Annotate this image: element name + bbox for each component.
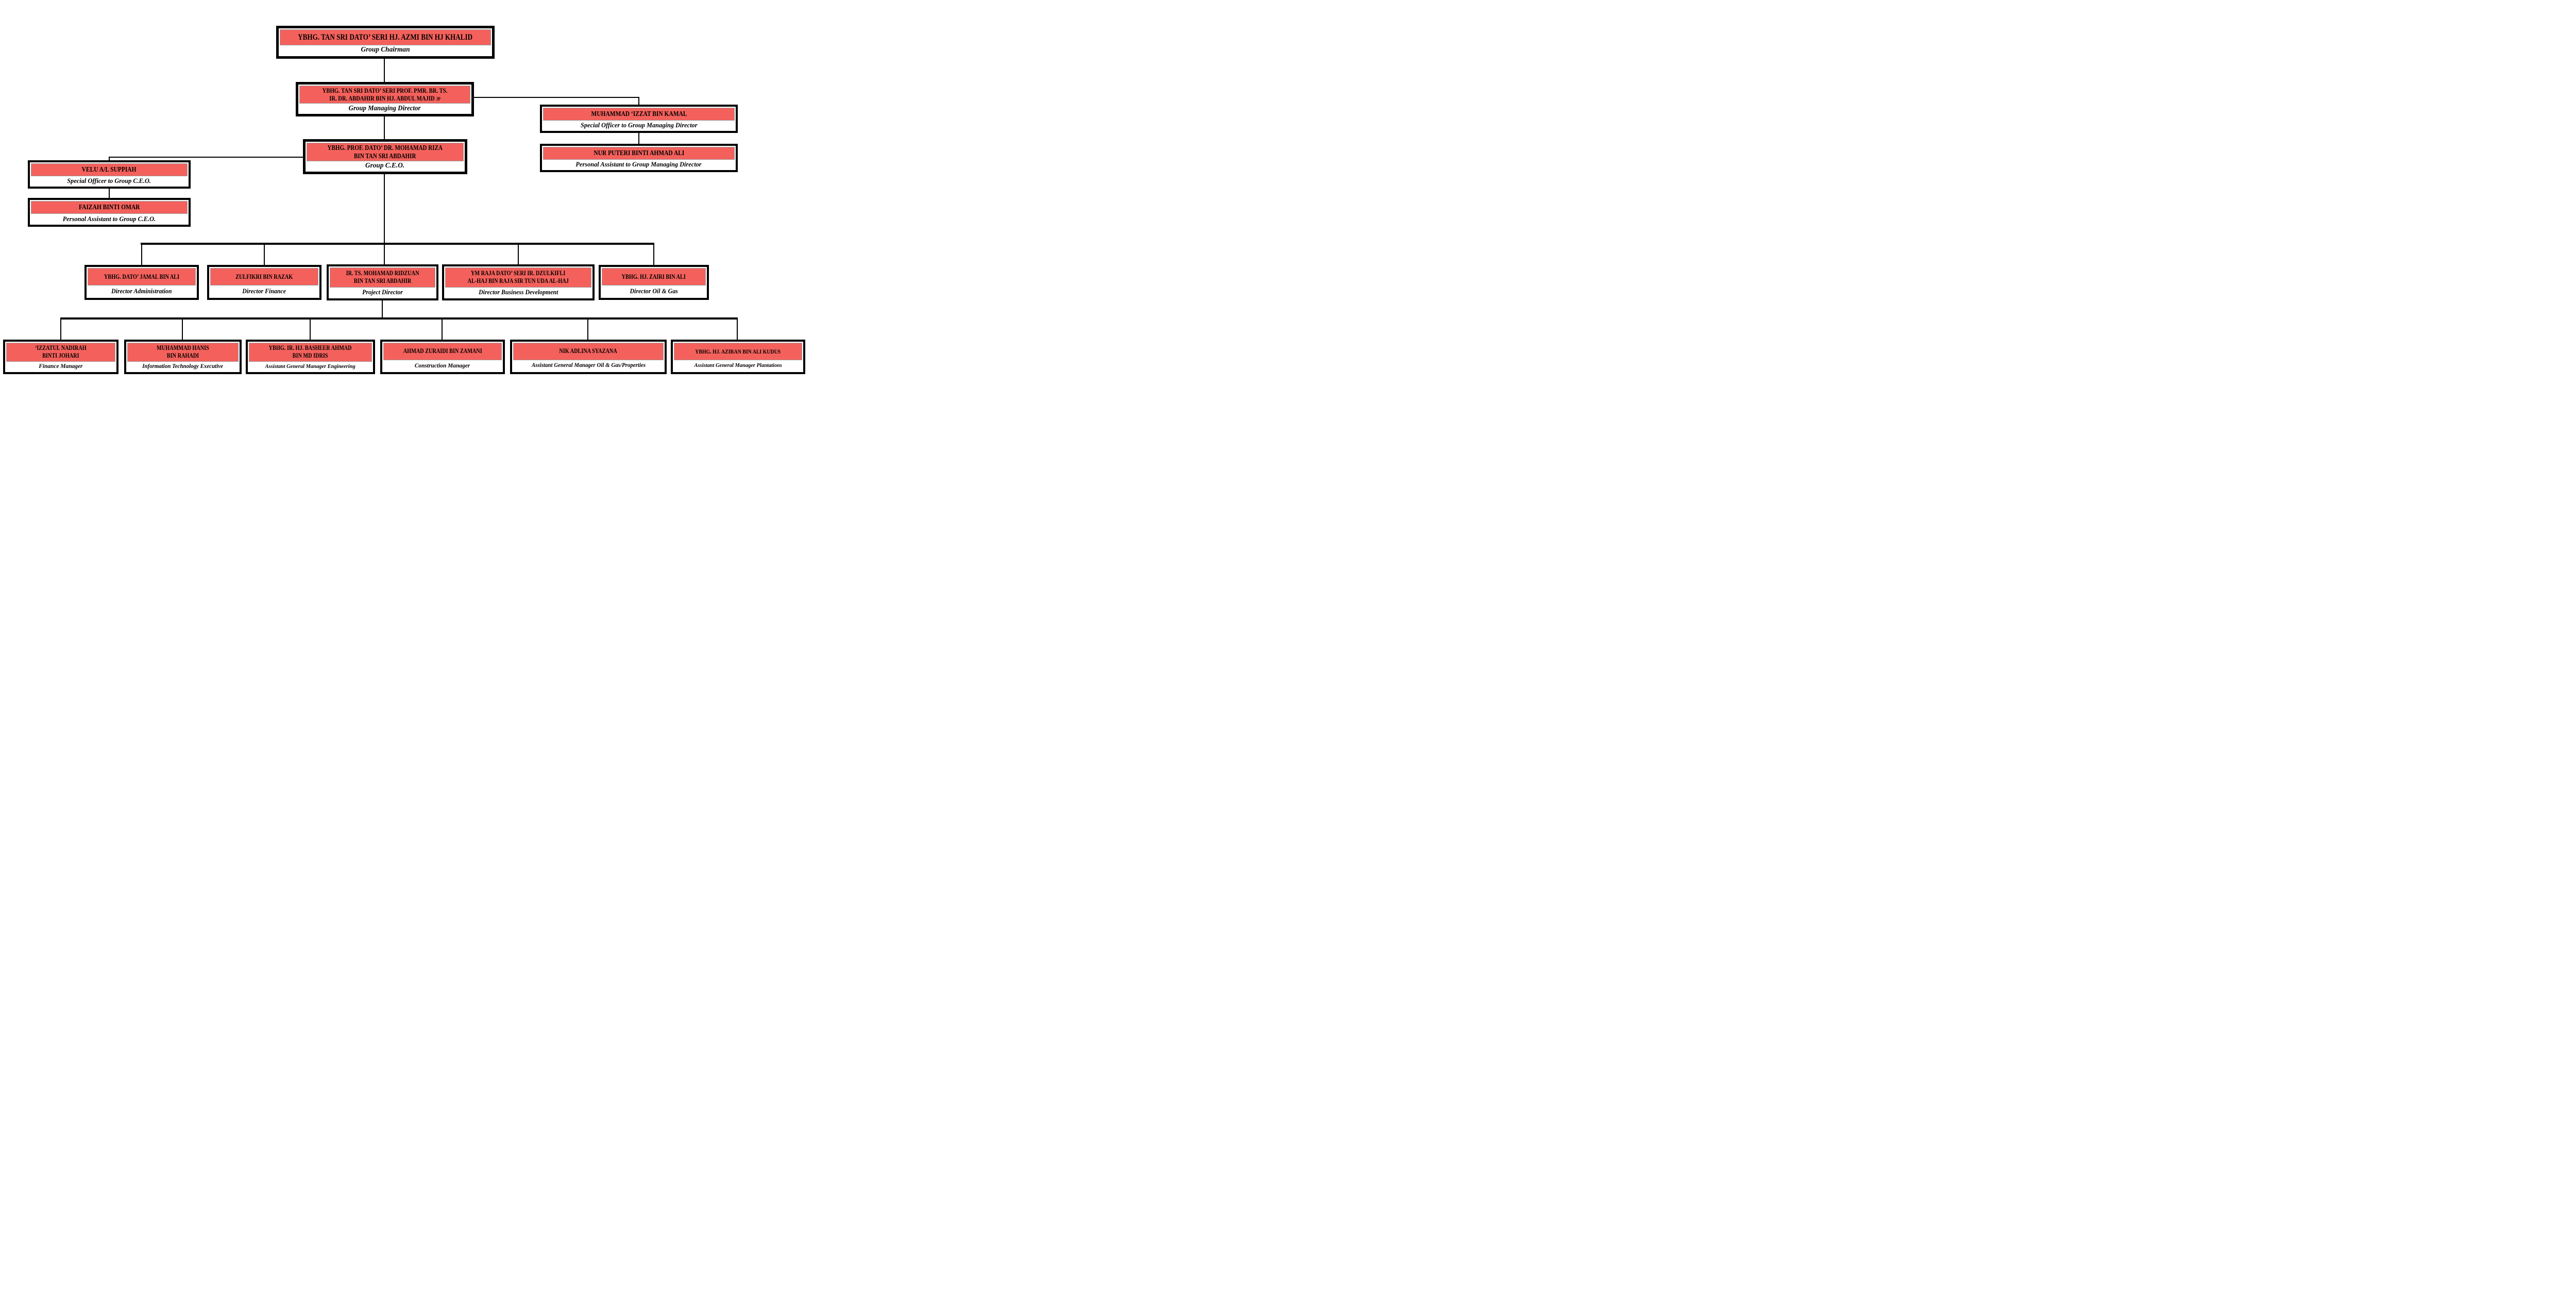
node-role: Group Chairman [361, 46, 410, 54]
connector-drop-zulfikri [264, 244, 265, 265]
node-name: MUHAMMAD HANIS BIN RAHADI [127, 343, 239, 362]
node-role: Information Technology Executive [142, 363, 224, 370]
connector-ceo-velu-v [109, 157, 110, 161]
node-name: NUR PUTERI BINTI AHMAD ALI [543, 147, 735, 160]
org-chart-canvas: YBHG. TAN SRI DATO’ SERI HJ. AZMI BIN HJ… [0, 0, 808, 397]
org-node-director-finance: ZULFIKRI BIN RAZAK Director Finance [207, 265, 321, 300]
connector-izzat-nurputeri [638, 132, 639, 144]
node-name: NIK ADLINA SYAZANA [513, 343, 664, 360]
node-name: ZULFIKRI BIN RAZAK [210, 268, 318, 286]
node-name: YBHG. TAN SRI DATO’ SERI PROF. PMR. BR. … [299, 86, 470, 104]
connector-drop-aziran [737, 319, 738, 340]
connector-gmd-ceo [384, 116, 385, 140]
node-role: Project Director [362, 288, 403, 296]
node-name: YBHG. PROF. DATO’ DR. MOHAMAD RIZA BIN T… [307, 143, 464, 162]
node-name: YBHG. HJ. ZAIRI BIN ALI [602, 268, 706, 286]
org-node-it-executive: MUHAMMAD HANIS BIN RAHADI Information Te… [124, 340, 242, 374]
connector-drop-dzulkifli [518, 244, 519, 265]
connector-drop-nikadlina [587, 319, 588, 340]
org-node-special-officer-gmd: MUHAMMAD ‘IZZAT BIN KAMAL Special Office… [540, 105, 738, 133]
org-node-finance-manager: ‘IZZATUL NADIRAH BINTI JOHARI Finance Ma… [3, 340, 118, 374]
node-role: Assistant General Manager Engineering [265, 363, 356, 370]
connector-ceo-left-h [109, 157, 304, 158]
connector-velu-faizah [109, 188, 110, 198]
org-node-special-officer-ceo: VELU A/L SUPPIAH Special Officer to Grou… [28, 160, 191, 189]
node-role: Group Managing Director [349, 104, 421, 112]
org-node-personal-assistant-gmd: NUR PUTERI BINTI AHMAD ALI Personal Assi… [540, 144, 738, 172]
node-role: Director Business Development [478, 288, 558, 296]
node-role: Director Finance [242, 287, 286, 295]
node-role: Personal Assistant to Group C.E.O. [62, 214, 156, 223]
node-name: VELU A/L SUPPIAH [31, 163, 188, 176]
org-node-agm-plantations: YBHG. HJ. AZIRAN BIN ALI KUDUS Assistant… [671, 340, 805, 374]
connector-drop-izzatul [60, 319, 61, 340]
node-role: Personal Assistant to Group Managing Dir… [575, 160, 702, 168]
node-role: Director Oil & Gas [630, 287, 678, 295]
node-role: Construction Manager [415, 361, 470, 369]
org-node-director-administration: YBHG. DATO’ JAMAL BIN ALI Director Admin… [84, 265, 199, 300]
node-role: Group C.E.O. [365, 162, 405, 170]
org-node-group-managing-director: YBHG. TAN SRI DATO’ SERI PROF. PMR. BR. … [296, 82, 474, 116]
org-node-personal-assistant-ceo: FAIZAH BINTI OMAR Personal Assistant to … [28, 198, 191, 227]
org-node-project-director: IR. TS. MOHAMAD RIDZUAN BIN TAN SRI ABDA… [327, 264, 438, 300]
connector-ridzuan-managers [382, 300, 383, 318]
connector-managers-bus [60, 317, 738, 320]
node-name: YBHG. HJ. AZIRAN BIN ALI KUDUS [674, 343, 802, 360]
connector-drop-jamal [141, 244, 142, 265]
node-name: YM RAJA DATO’ SERI IR. DZULKIFLI AL-HAJ … [445, 267, 591, 288]
node-name: AHMAD ZURAIDI BIN ZAMANI [383, 343, 502, 360]
connector-chairman-gmd [384, 59, 385, 82]
honorific-suffix: JP [436, 97, 440, 103]
node-name: MUHAMMAD ‘IZZAT BIN KAMAL [543, 108, 735, 121]
connector-drop-hanis [182, 319, 183, 340]
node-role: Special Officer to Group C.E.O. [67, 176, 151, 184]
org-node-chairman: YBHG. TAN SRI DATO’ SERI HJ. AZMI BIN HJ… [276, 26, 495, 59]
connector-directors-bus [141, 243, 654, 245]
node-role: Special Officer to Group Managing Direct… [580, 121, 698, 129]
node-name: IR. TS. MOHAMAD RIDZUAN BIN TAN SRI ABDA… [330, 267, 435, 288]
connector-drop-zuraidi [442, 319, 443, 340]
org-node-group-ceo: YBHG. PROF. DATO’ DR. MOHAMAD RIZA BIN T… [303, 139, 467, 174]
connector-gmd-izzat-v [638, 97, 639, 105]
node-name: YBHG. DATO’ JAMAL BIN ALI [88, 268, 196, 286]
node-role: Assistant General Manager Plantations [694, 362, 782, 369]
connector-gmd-right-h [473, 97, 639, 98]
node-name: YBHG. IR. HJ. BASHEER AHMAD BIN MD IDRIS [249, 343, 372, 362]
org-node-director-oil-gas: YBHG. HJ. ZAIRI BIN ALI Director Oil & G… [599, 265, 709, 300]
org-node-construction-manager: AHMAD ZURAIDI BIN ZAMANI Construction Ma… [380, 340, 505, 374]
node-name: ‘IZZATUL NADIRAH BINTI JOHARI [6, 343, 115, 362]
node-name: YBHG. TAN SRI DATO’ SERI HJ. AZMI BIN HJ… [280, 29, 491, 45]
connector-drop-basheer [310, 319, 311, 340]
node-role: Assistant General Manager Oil & Gas/Prop… [531, 362, 646, 369]
node-name: FAIZAH BINTI OMAR [31, 201, 188, 214]
node-role: Finance Manager [39, 362, 83, 370]
connector-ceo-directors-v [384, 174, 385, 244]
connector-drop-zairi [653, 244, 654, 265]
connector-drop-ridzuan [384, 244, 385, 265]
node-role: Director Administration [111, 287, 172, 295]
org-node-director-business-development: YM RAJA DATO’ SERI IR. DZULKIFLI AL-HAJ … [442, 264, 595, 300]
org-node-agm-oil-gas-properties: NIK ADLINA SYAZANA Assistant General Man… [510, 340, 667, 374]
org-node-agm-engineering: YBHG. IR. HJ. BASHEER AHMAD BIN MD IDRIS… [246, 340, 375, 374]
